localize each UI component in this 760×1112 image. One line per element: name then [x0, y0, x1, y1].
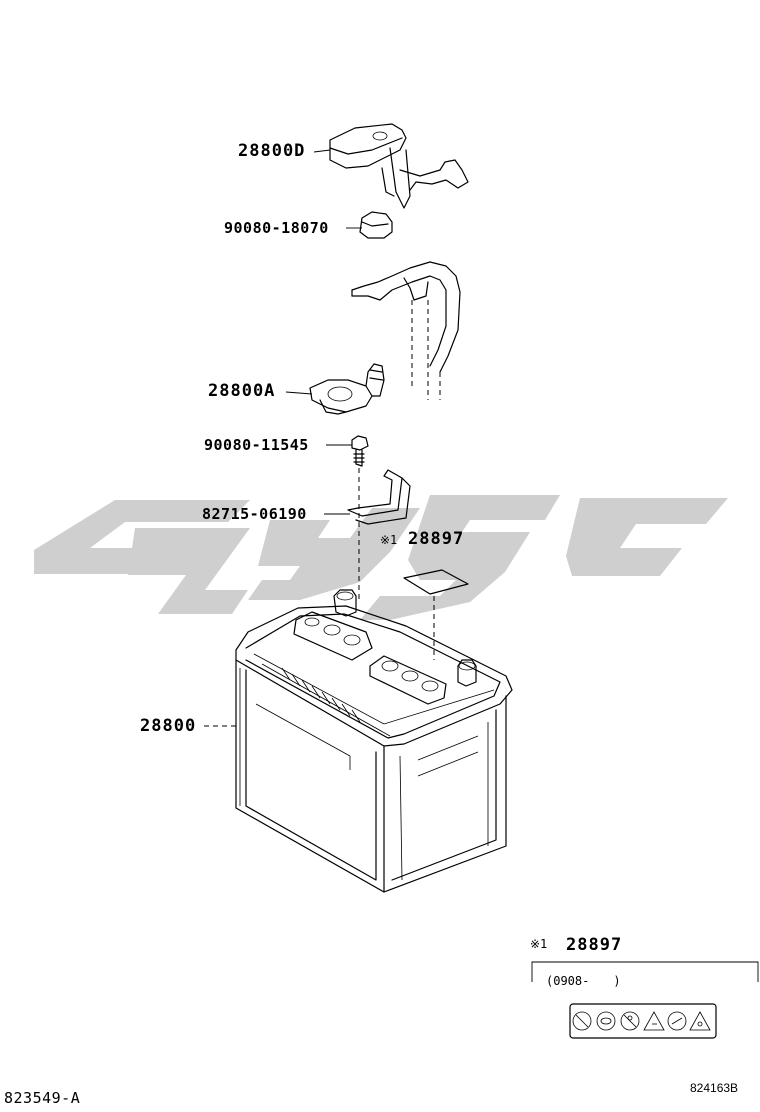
keep-away-children-icon: [620, 1011, 640, 1031]
watermark-logo: [34, 495, 728, 620]
legend-part-number: 28897: [566, 935, 622, 955]
nut-drawing: [359, 211, 393, 239]
footer-left-code: 823549-A: [4, 1089, 80, 1107]
label-warning-label: 28897: [408, 529, 464, 549]
label-bolt: 90080-11545: [204, 436, 309, 454]
explosion-warning-icon: [689, 1011, 711, 1031]
battery-28800-drawing: [235, 589, 513, 893]
label-terminal: 28800A: [208, 381, 275, 401]
clamp-drawing: [347, 469, 411, 525]
warning-icons-strip: [572, 1011, 711, 1031]
leader-lines: [204, 149, 362, 727]
legend-marker: ※1: [530, 937, 547, 951]
battery-cable-drawing: [351, 261, 461, 400]
label-marker: ※1: [380, 533, 397, 547]
warning-label-sheet-drawing: [403, 569, 469, 660]
terminal-28800a-drawing: [309, 363, 385, 415]
acid-warning-icon: [643, 1011, 665, 1031]
label-detail-box: ※1 28897 (0908- ): [530, 935, 759, 1039]
label-cover: 28800D: [238, 141, 305, 161]
cover-28800d-drawing: [329, 123, 469, 209]
legend-date-range: (0908- ): [546, 974, 621, 988]
read-manual-icon: [667, 1011, 687, 1031]
eye-protection-icon: [596, 1011, 616, 1031]
label-battery: 28800: [140, 716, 196, 736]
label-nut: 90080-18070: [224, 219, 329, 237]
footer-right-code: 824163B: [690, 1081, 738, 1095]
no-smoking-icon: [572, 1011, 592, 1031]
bolt-drawing: [351, 435, 369, 600]
label-clamp: 82715-06190: [202, 505, 307, 523]
